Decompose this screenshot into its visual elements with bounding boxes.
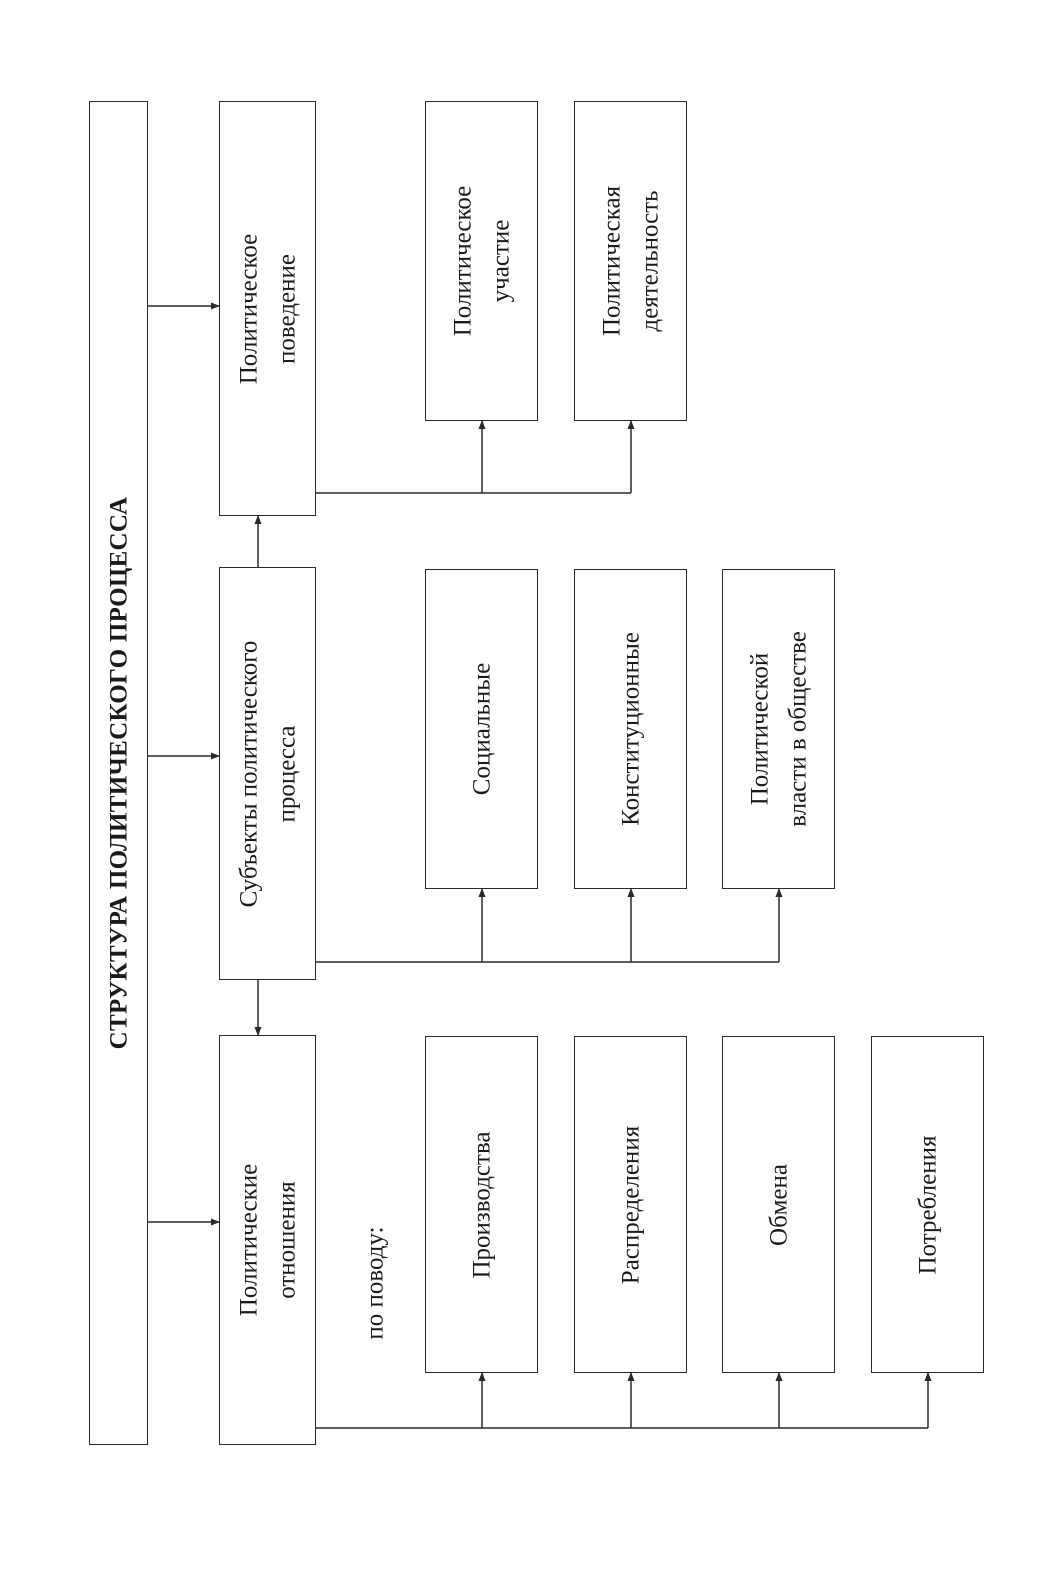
relations-label: Политические отношения — [235, 1163, 300, 1317]
constitutional-box: Конституционные — [574, 569, 687, 889]
power-label: Политической власти в обществе — [746, 631, 811, 827]
diagram-title: СТРУКТУРА ПОЛИТИЧЕСКОГО ПРОЦЕССА — [104, 496, 132, 1050]
participation-box: Политическое участие — [425, 101, 538, 421]
relations-qualifier-area: по поводу: — [352, 1168, 398, 1398]
exchange-box: Обмена — [722, 1036, 835, 1373]
activity-label: Политическая деятельность — [598, 185, 663, 337]
exchange-label: Обмена — [764, 1163, 792, 1246]
relations-box: Политические отношения — [219, 1035, 316, 1445]
subjects-label: Субъекты политического процесса — [235, 640, 300, 907]
power-box: Политической власти в обществе — [722, 569, 835, 889]
behavior-box: Политическое поведение — [219, 101, 316, 516]
distribution-box: Распределения — [574, 1036, 687, 1373]
participation-label: Политическое участие — [449, 185, 514, 337]
social-label: Социальные — [467, 662, 495, 796]
subjects-box: Субъекты политического процесса — [219, 567, 316, 980]
constitutional-label: Конституционные — [616, 632, 644, 826]
consumption-box: Потребления — [871, 1036, 984, 1373]
relations-qualifier: по поводу: — [361, 1226, 389, 1340]
production-box: Производства — [425, 1036, 538, 1373]
distribution-label: Распределения — [616, 1125, 644, 1284]
social-box: Социальные — [425, 569, 538, 889]
consumption-label: Потребления — [913, 1135, 941, 1274]
activity-box: Политическая деятельность — [574, 101, 687, 421]
title-box: СТРУКТУРА ПОЛИТИЧЕСКОГО ПРОЦЕССА — [89, 101, 148, 1445]
behavior-label: Политическое поведение — [235, 233, 300, 384]
production-label: Производства — [467, 1130, 495, 1279]
